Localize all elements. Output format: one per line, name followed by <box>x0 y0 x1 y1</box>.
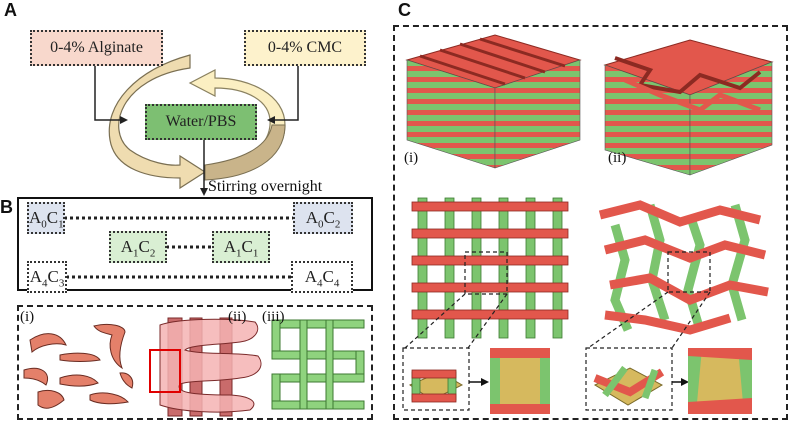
sample-matrix-frame <box>17 197 373 291</box>
fragment-shape <box>29 333 67 353</box>
zoom-region-ii <box>667 251 711 293</box>
sample-a1c1: A1C1 <box>212 231 270 263</box>
pore-3d-disordered <box>593 365 665 406</box>
sample-a0c1: A0C1 <box>27 202 65 234</box>
fragment-shape <box>59 352 101 362</box>
fragment-shape <box>37 389 65 409</box>
sub-label-b-i: (i) <box>20 309 35 325</box>
printed-serpentine <box>271 319 365 410</box>
solvent-label: Water/PBS <box>165 113 237 130</box>
panel-label-b: B <box>0 197 13 217</box>
alginate-label: 0-4% Alginate <box>50 39 143 56</box>
zoom-region-i <box>464 251 508 295</box>
fragment-shape <box>59 374 99 387</box>
sample-a4c4: A4C4 <box>291 261 353 293</box>
sample-a4c3: A4C3 <box>27 261 67 293</box>
fragment-shape <box>23 367 48 386</box>
sub-label-c-ii: (ii) <box>608 150 627 166</box>
sample-a1c2: A1C2 <box>109 231 167 263</box>
fragment-shape <box>93 323 126 370</box>
zoom-inset-i-3d <box>402 347 470 411</box>
panel-label-c: C <box>398 0 411 20</box>
scaffold-panel-frame <box>393 25 788 420</box>
sample-a0c2: A0C2 <box>293 202 353 234</box>
alginate-box: 0-4% Alginate <box>30 30 163 66</box>
disordered-scaffold-3d <box>603 39 774 176</box>
zoom-inset-ii-3d <box>585 347 673 411</box>
disordered-grid-top <box>598 200 769 335</box>
pore-top-disordered <box>688 348 752 414</box>
pore-top-ordered <box>490 348 550 414</box>
highlight-box <box>149 349 181 393</box>
sub-label-b-ii: (ii) <box>228 309 247 325</box>
ordered-scaffold-3d <box>405 34 582 169</box>
sub-label-c-i: (i) <box>404 150 419 166</box>
process-label: Stirring overnight <box>208 178 323 195</box>
cmc-label: 0-4% CMC <box>267 39 343 56</box>
ordered-grid-top <box>411 197 569 339</box>
solvent-box: Water/PBS <box>145 104 257 140</box>
printing-illustration-frame <box>17 305 373 420</box>
fragment-shape <box>119 372 134 389</box>
cmc-box: 0-4% CMC <box>244 30 366 66</box>
pore-3d-ordered <box>408 369 464 403</box>
panel-label-a: A <box>4 0 17 20</box>
fragment-shape <box>89 392 129 405</box>
sub-label-b-iii: (iii) <box>262 309 285 325</box>
